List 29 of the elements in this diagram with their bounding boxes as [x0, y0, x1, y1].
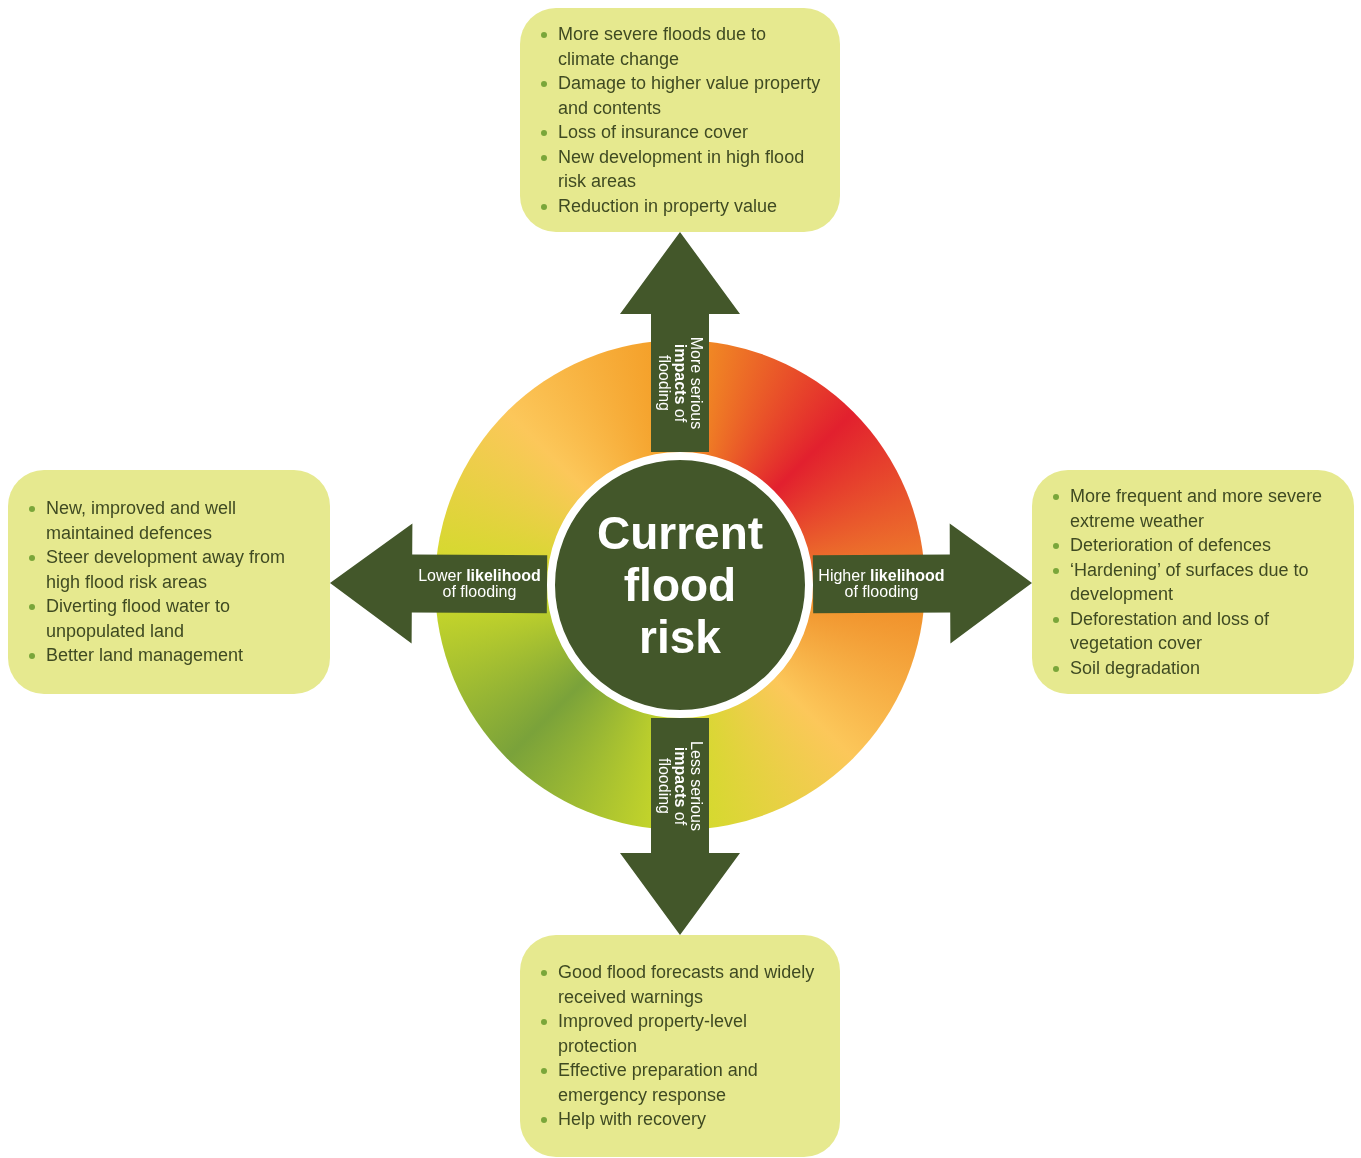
- bullet-item: New development in high flood risk areas: [558, 144, 822, 194]
- bullet-item: Deforestation and loss of vegetation cover: [1070, 606, 1336, 656]
- bullet-list-box: [520, 935, 840, 1157]
- block-arrow: [620, 718, 740, 935]
- bullet-list-box: [520, 8, 840, 232]
- bullet-item: Steer development away from high flood risk areas: [46, 545, 312, 595]
- bullet-item: Improved property-level protection: [558, 1009, 822, 1059]
- bullet-item: Reduction in property value: [558, 193, 822, 218]
- bullet-item: Loss of insurance cover: [558, 120, 822, 145]
- edge-label: Higher likelihood of flooding: [817, 567, 946, 600]
- bullet-item: ‘Hardening’ of surfaces due to development: [1070, 557, 1336, 607]
- bullet-item: Help with recovery: [558, 1107, 822, 1132]
- bullet-item: More frequent and more severe extreme weather: [1070, 484, 1336, 533]
- bullet-item: Good flood forecasts and widely received warnings: [558, 960, 822, 1010]
- bullet-item: Effective preparation and emergency response: [558, 1058, 822, 1108]
- bullet-item: More severe floods due to climate change: [558, 22, 822, 71]
- block-arrow: [620, 232, 740, 452]
- block-arrow: [812, 523, 1032, 644]
- bullet-item: Soil degradation: [1070, 655, 1336, 680]
- edge-label: Lower likelihood of flooding: [417, 567, 542, 600]
- bullet-item: Diverting flood water to unpopulated land: [46, 594, 312, 644]
- bullet-list-box: [1032, 470, 1354, 694]
- bullet-item: Better land management: [46, 643, 312, 668]
- bullet-list-box: [8, 470, 330, 694]
- center-title: Current flood risk: [595, 507, 765, 663]
- bullet-item: New, improved and well maintained defences: [46, 496, 312, 546]
- bullet-item: Damage to higher value property and contents: [558, 71, 822, 120]
- block-arrow: [330, 523, 548, 644]
- bullet-item: Deterioration of defences: [1070, 533, 1336, 558]
